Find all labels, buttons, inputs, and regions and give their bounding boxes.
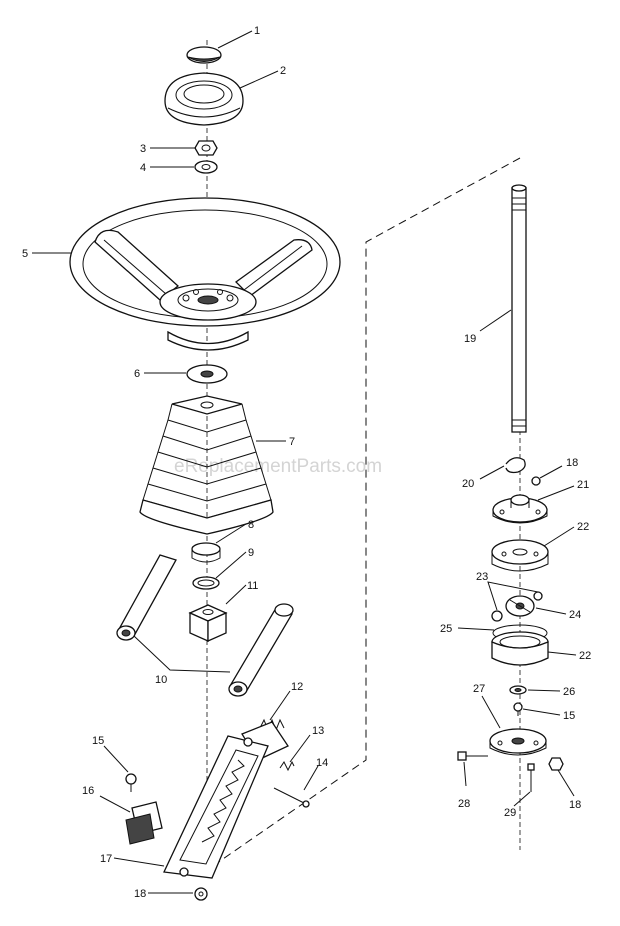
callout-19: 19 xyxy=(464,333,476,345)
callout-25: 25 xyxy=(440,623,452,635)
callout-6: 6 xyxy=(134,368,140,380)
callout-29: 29 xyxy=(504,807,516,819)
part-29-bolt xyxy=(527,763,535,792)
part-15-screw-right xyxy=(513,702,523,716)
part-18-nut-bottom xyxy=(194,887,208,901)
callout-13: 13 xyxy=(312,725,324,737)
callout-14: 14 xyxy=(316,757,328,769)
part-22-lower-housing xyxy=(491,631,549,666)
part-26-washer xyxy=(509,685,527,695)
part-22-upper-plate xyxy=(491,539,549,572)
callout-24: 24 xyxy=(569,609,581,621)
callout-28: 28 xyxy=(458,798,470,810)
callout-22-upper: 22 xyxy=(577,521,589,533)
callout-2: 2 xyxy=(280,65,286,77)
part-28-bolt xyxy=(457,751,488,761)
callout-15-left: 15 xyxy=(92,735,104,747)
part-16-pedal-pad xyxy=(125,801,163,845)
part-14-pin xyxy=(273,787,310,808)
part-7-boot xyxy=(139,395,274,535)
part-23-ball-left xyxy=(491,610,503,622)
callout-27: 27 xyxy=(473,683,485,695)
callout-11: 11 xyxy=(247,580,258,592)
part-6-washer xyxy=(186,364,228,384)
part-8-bushing xyxy=(191,542,221,563)
part-18-nut-right-bottom xyxy=(548,757,564,771)
part-4-washer xyxy=(194,160,218,174)
callout-17: 17 xyxy=(100,853,112,865)
part-20-snap-ring xyxy=(505,457,526,474)
callout-1: 1 xyxy=(254,25,260,37)
callout-22-lower: 22 xyxy=(579,650,591,662)
callout-18-right-top: 18 xyxy=(566,457,578,469)
part-21-upper-flange xyxy=(492,494,548,524)
callout-5: 5 xyxy=(22,248,28,260)
part-19-shaft xyxy=(511,184,527,433)
callout-numbers: 1 2 3 4 5 6 7 8 9 11 10 12 13 14 15 16 1… xyxy=(22,25,591,900)
callout-8: 8 xyxy=(248,519,254,531)
callout-10: 10 xyxy=(155,674,167,686)
part-18-nut-right-top xyxy=(531,476,541,486)
part-24-spider xyxy=(505,595,535,617)
part-5-steering-wheel xyxy=(69,197,341,351)
part-23-ball-right xyxy=(533,591,543,601)
callout-7: 7 xyxy=(289,436,295,448)
part-27-lower-flange xyxy=(489,728,547,756)
part-17-pedal-arm xyxy=(163,735,269,879)
callout-4: 4 xyxy=(140,162,146,174)
callout-26: 26 xyxy=(563,686,575,698)
callout-16: 16 xyxy=(82,785,94,797)
callout-18-right-bottom: 18 xyxy=(569,799,581,811)
part-3-nut xyxy=(194,140,218,156)
callout-9: 9 xyxy=(248,547,254,559)
part-13-clip xyxy=(279,760,295,772)
part-10-right-grip xyxy=(228,603,294,697)
part-1-cap xyxy=(186,46,222,64)
part-10-left-grip xyxy=(116,554,177,641)
assembly-connector-line xyxy=(206,157,521,871)
callout-18-left: 18 xyxy=(134,888,146,900)
leader-lines xyxy=(32,30,577,894)
part-15-screw-left xyxy=(125,773,137,792)
callout-23: 23 xyxy=(476,571,488,583)
callout-12: 12 xyxy=(291,681,303,693)
part-9-ring xyxy=(192,576,220,590)
callout-15-right: 15 xyxy=(563,710,575,722)
callout-20: 20 xyxy=(462,478,474,490)
callout-3: 3 xyxy=(140,143,146,155)
part-2-hub-cover xyxy=(164,72,244,126)
callout-21: 21 xyxy=(577,479,589,491)
part-11-block xyxy=(188,604,228,643)
